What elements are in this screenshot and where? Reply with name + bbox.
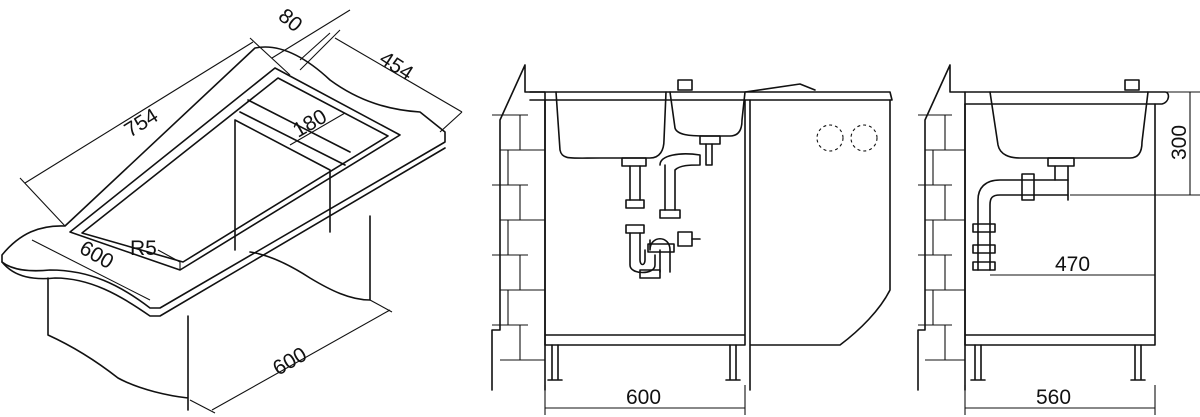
dim-600-cabinet: 600 <box>189 299 393 414</box>
front-label-600: 600 <box>626 386 661 409</box>
front-drain-trap <box>621 135 721 279</box>
label-180: 180 <box>289 105 331 142</box>
label-r5: R5 <box>130 237 157 260</box>
front-pipe-hole-left <box>816 124 844 152</box>
side-dim-470: 470 <box>990 253 1155 276</box>
front-pipe-hole-right <box>850 124 878 152</box>
side-view: 300 470 560 <box>917 64 1200 415</box>
front-sink-small-bowl <box>669 83 816 137</box>
side-sink-bowl <box>989 91 1149 159</box>
drainer-edge <box>239 99 351 166</box>
sink-rim <box>69 67 401 271</box>
sink-inner <box>81 77 389 263</box>
dim-80: 80 <box>271 4 351 71</box>
countertop-outline <box>1 46 446 309</box>
cabinet-outline <box>47 215 371 411</box>
label-80: 80 <box>274 4 307 37</box>
countertop-edge <box>1 147 446 317</box>
side-label-470: 470 <box>1055 253 1090 276</box>
front-view: 600 <box>491 64 893 415</box>
side-countertop <box>964 91 1170 105</box>
front-countertop <box>529 91 893 101</box>
side-label-300: 300 <box>1168 125 1191 160</box>
front-tap-hole <box>677 79 693 91</box>
side-cabinet <box>964 103 1156 346</box>
side-legs <box>970 344 1146 381</box>
label-454: 454 <box>375 47 417 86</box>
side-label-560: 560 <box>1036 386 1071 409</box>
bowl-wall <box>234 119 331 251</box>
dim-180: 180 <box>289 105 346 146</box>
label-754: 754 <box>120 104 162 142</box>
dim-754: 754 <box>19 37 291 227</box>
dim-r5: R5 <box>130 237 181 270</box>
side-tap-hole <box>1124 79 1140 91</box>
front-right-panel <box>749 99 891 391</box>
side-brick-wall <box>917 64 966 391</box>
front-dim-600: 600 <box>544 385 746 415</box>
side-drain-trap <box>972 157 1075 271</box>
front-legs <box>547 344 741 381</box>
side-dim-560: 560 <box>964 385 1156 415</box>
perspective-view: 754 80 454 180 R5 600 <box>1 4 463 414</box>
side-dim-300: 300 <box>1070 91 1200 196</box>
front-sink-large-bowl <box>555 91 667 159</box>
front-cabinet <box>544 99 746 346</box>
front-brick-wall <box>491 64 546 391</box>
